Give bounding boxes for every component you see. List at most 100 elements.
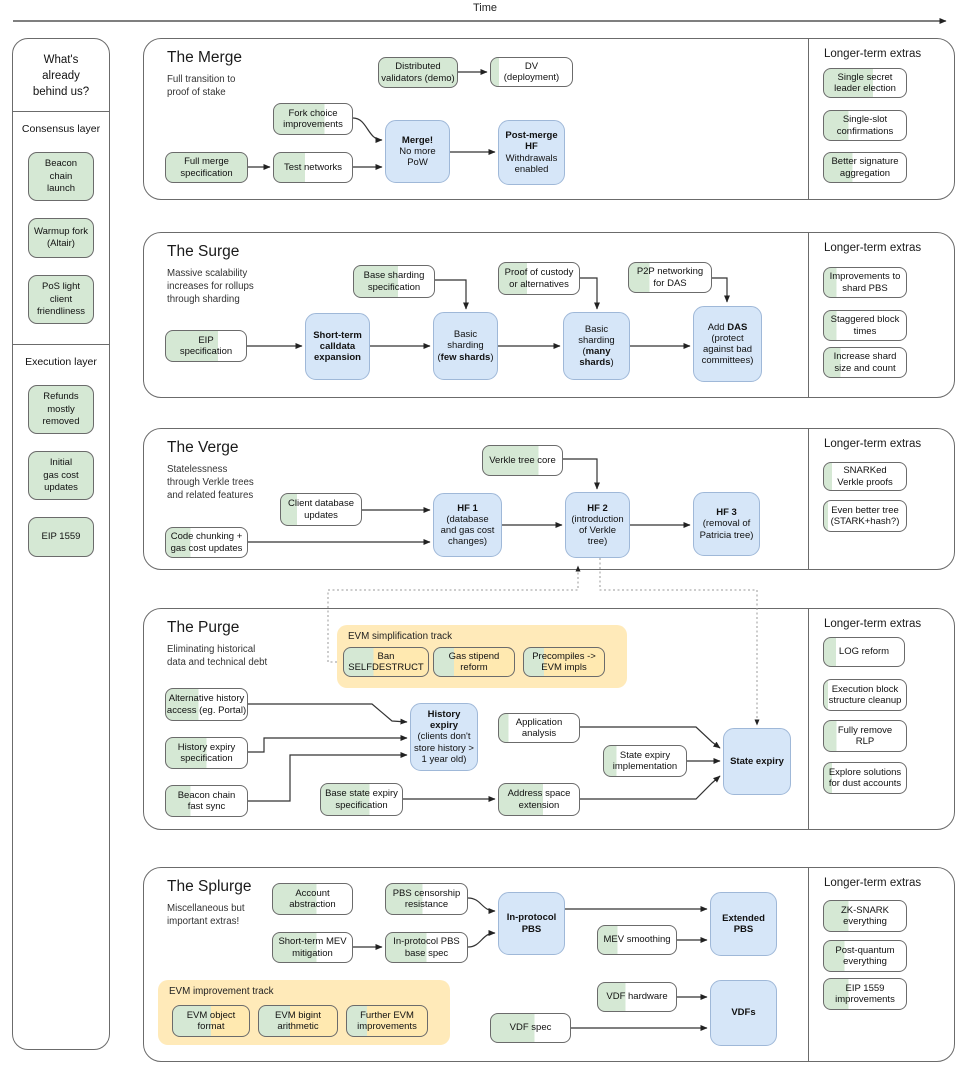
node-vdf-spec: VDF spec: [490, 1013, 571, 1043]
sidebar-divider: [13, 344, 109, 346]
node-log-reform: LOG reform: [823, 637, 905, 667]
section-subtitle: Eliminating historical data and technica…: [167, 644, 268, 669]
extras-divider: [808, 233, 809, 397]
node-vdfs: VDFs: [710, 980, 777, 1046]
sidebar-item: Refunds mostly removed: [28, 385, 94, 435]
node-precompiles-evm-impls: Precompiles ->EVM impls: [523, 647, 605, 677]
extras-title: Longer-term extras: [824, 618, 922, 630]
node-dv-deployment: DV(deployment): [490, 57, 573, 87]
section-subtitle: Miscellaneous but important extras!: [167, 903, 245, 928]
sidebar-whats-behind-us: What's already behind us? Consensus layer…: [12, 38, 110, 1050]
track-label: EVM simplification track: [348, 631, 452, 642]
time-axis-label: Time: [472, 2, 498, 14]
node-test-networks: Test networks: [273, 152, 353, 183]
section-title: The Merge: [167, 49, 242, 66]
node-even-better-tree: Even better tree(STARK+hash?): [823, 500, 907, 532]
extras-divider: [808, 609, 809, 829]
track-label: EVM improvement track: [169, 986, 274, 997]
extras-divider: [808, 39, 809, 199]
section-subtitle: Massive scalability increases for rollup…: [167, 268, 254, 306]
node-vdf-hardware: VDF hardware: [597, 982, 677, 1012]
extras-title: Longer-term extras: [824, 438, 922, 450]
sidebar-item: Warmup fork (Altair): [28, 218, 94, 259]
sidebar-divider: [13, 111, 109, 113]
sidebar-item: PoS light client friendliness: [28, 275, 94, 325]
sidebar-group-label: Consensus layer: [21, 123, 101, 136]
node-verkle-tree-core: Verkle tree core: [482, 445, 563, 476]
extras-title: Longer-term extras: [824, 877, 922, 889]
extras-title: Longer-term extras: [824, 48, 922, 60]
section-title: The Surge: [167, 243, 240, 260]
extras-divider: [808, 868, 809, 1061]
section-subtitle: Full transition to proof of stake: [167, 74, 236, 99]
node-state-expiry: State expiry: [723, 728, 791, 795]
section-title: The Verge: [167, 439, 239, 456]
sidebar-item: Initial gas cost updates: [28, 451, 94, 501]
sidebar-group-label: Execution layer: [25, 356, 97, 369]
section-subtitle: Statelessness through Verkle trees and r…: [167, 464, 254, 502]
section-title: The Purge: [167, 619, 240, 636]
node-mev-smoothing: MEV smoothing: [597, 925, 677, 955]
sidebar-item: Beacon chain launch: [28, 152, 94, 202]
extras-title: Longer-term extras: [824, 242, 922, 254]
section-title: The Splurge: [167, 878, 252, 895]
extras-divider: [808, 429, 809, 569]
sidebar-header: What's already behind us?: [32, 54, 90, 99]
node-code-chunking-gas-cost: Code chunking +gas cost updates: [165, 527, 248, 558]
